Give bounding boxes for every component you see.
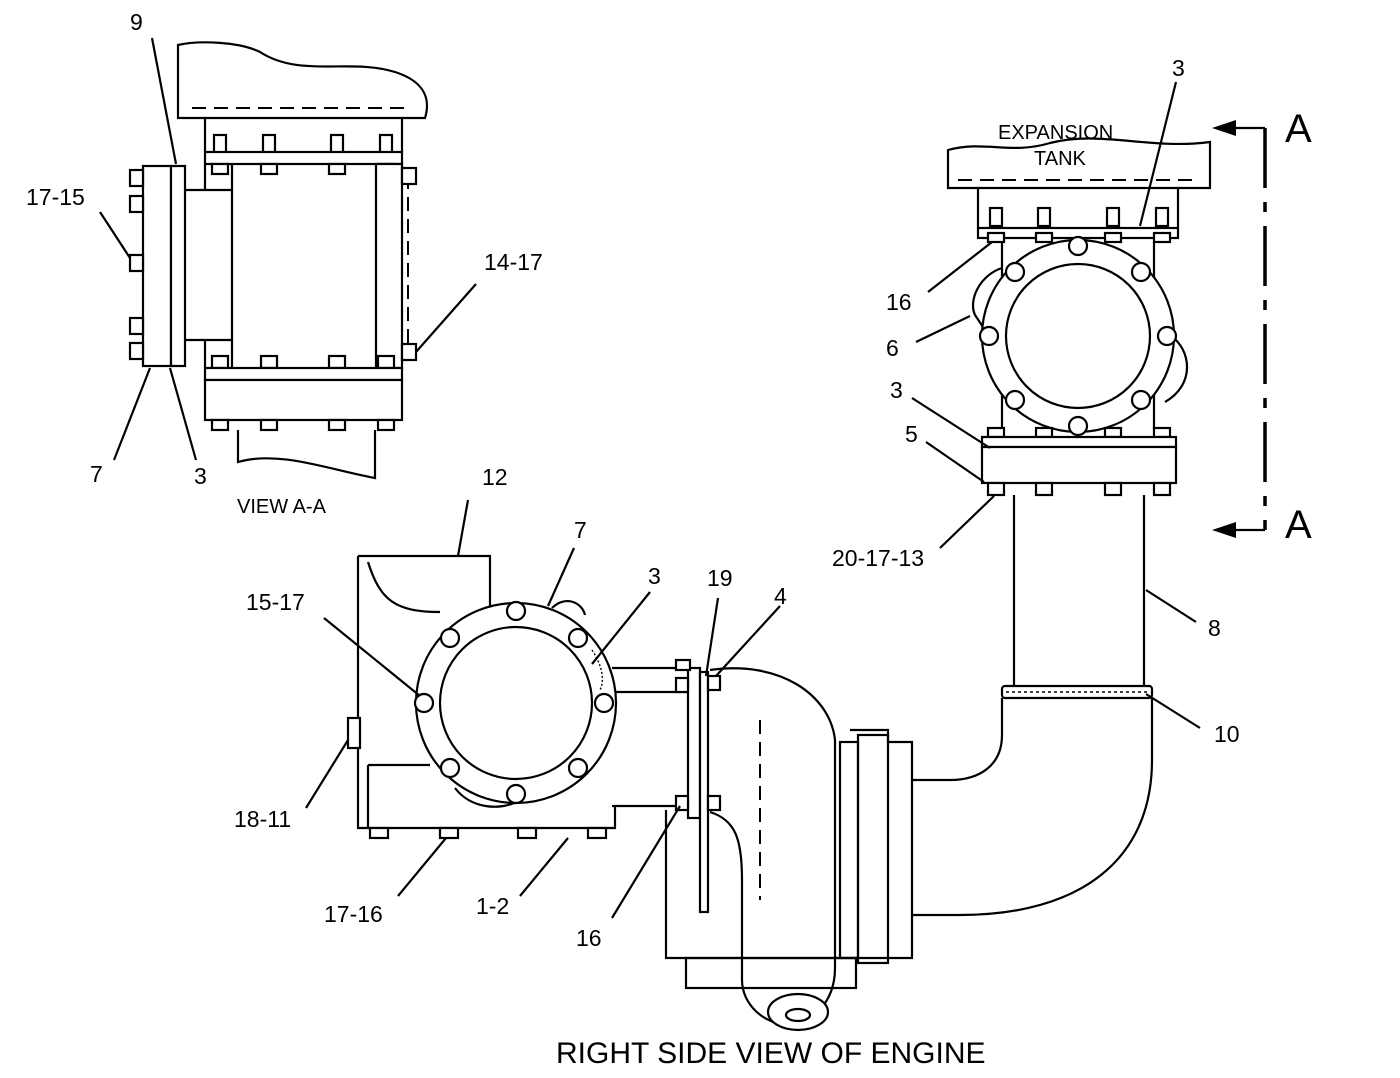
callout-17-16: 17-16: [324, 901, 383, 927]
callout-6: 6: [886, 335, 899, 361]
callout-16-tank: 16: [886, 289, 912, 315]
view-a-a-caption: VIEW A-A: [237, 496, 327, 518]
engine-side-view: 12 7 3 19 4 15-17 18-11 17-16 1-2 16 RIG…: [234, 464, 1154, 1070]
callout-16-engine: 16: [576, 925, 602, 951]
callout-4: 4: [774, 583, 787, 609]
callout-7-view-aa: 7: [90, 461, 103, 487]
expansion-tank-assembly: EXPANSION TANK: [832, 55, 1312, 747]
callout-3-tank: 3: [1172, 55, 1185, 81]
callout-5: 5: [905, 421, 918, 447]
callout-3-view-aa: 3: [194, 463, 207, 489]
callout-10: 10: [1214, 721, 1240, 747]
section-marker-top: A: [1285, 107, 1312, 151]
section-marker-bottom: A: [1285, 503, 1312, 547]
view-a-a: 9 17-15 14-17 7 3 VIEW A-A: [26, 9, 543, 518]
callout-3-lower-flange: 3: [890, 377, 903, 403]
callout-15-17: 15-17: [246, 589, 305, 615]
callout-3-engine: 3: [648, 563, 661, 589]
engine-view-caption: RIGHT SIDE VIEW OF ENGINE: [556, 1037, 986, 1070]
callout-17-15: 17-15: [26, 184, 85, 210]
callout-1-2: 1-2: [476, 893, 509, 919]
callout-8: 8: [1208, 615, 1221, 641]
callout-19: 19: [707, 565, 733, 591]
flange-bolts-engine: [413, 600, 615, 805]
callout-9-view-aa: 9: [130, 9, 143, 35]
callout-20-17-13: 20-17-13: [832, 545, 924, 571]
expansion-tank-label-line1: EXPANSION: [998, 122, 1113, 144]
callout-14-17: 14-17: [484, 249, 543, 275]
expansion-tank-label-line2: TANK: [1034, 148, 1087, 170]
side-bolts-view-aa: [128, 168, 145, 361]
flange-bolts-expansion: [978, 235, 1178, 437]
callout-18-11: 18-11: [234, 806, 291, 832]
callout-12: 12: [482, 464, 508, 490]
studs-top-view-aa: [212, 133, 394, 155]
callout-7-engine: 7: [574, 517, 587, 543]
